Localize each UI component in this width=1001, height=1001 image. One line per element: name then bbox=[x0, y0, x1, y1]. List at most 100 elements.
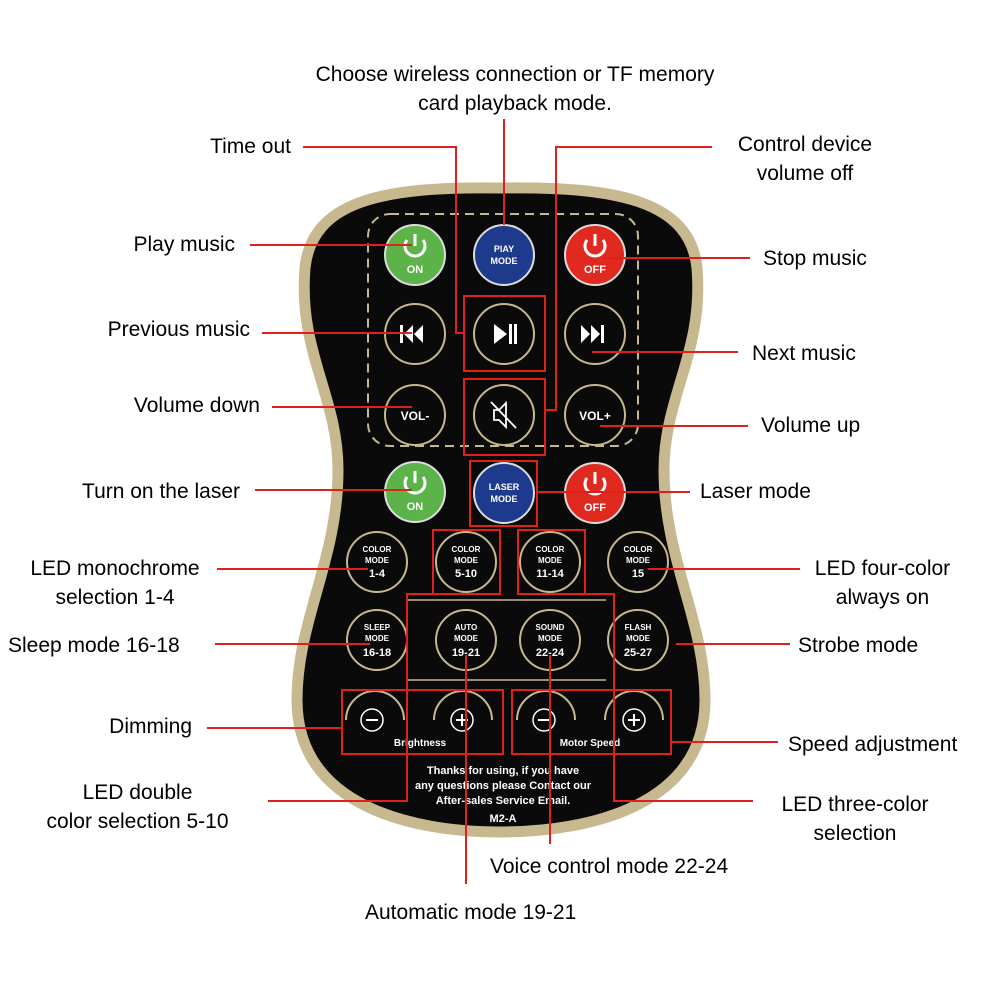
callout-four-line1: LED four-color bbox=[814, 557, 951, 580]
next-button[interactable] bbox=[564, 303, 626, 365]
callout-voice-control: Voice control mode 22-24 bbox=[490, 855, 729, 878]
callout-volume-down: Volume down bbox=[133, 394, 260, 417]
flash-mode-line3: 25-27 bbox=[624, 647, 652, 659]
auto-mode-line3: 19-21 bbox=[452, 647, 480, 659]
color-mode-4-line2: MODE bbox=[626, 556, 651, 565]
callout-play-music: Play music bbox=[133, 233, 235, 256]
volume-up-button[interactable]: VOL+ bbox=[564, 384, 626, 446]
color-mode-3-line2: MODE bbox=[538, 556, 563, 565]
color-mode-1-line3: 1-4 bbox=[369, 568, 386, 580]
volume-down-label: VOL- bbox=[401, 409, 430, 423]
leader-three-color bbox=[551, 593, 753, 802]
color-mode-1-line1: COLOR bbox=[363, 545, 392, 554]
sleep-mode-button[interactable]: SLEEP MODE 16-18 bbox=[346, 609, 408, 671]
brightness-minus-button[interactable] bbox=[345, 690, 405, 732]
volume-up-label: VOL+ bbox=[579, 409, 611, 423]
speed-minus-button[interactable] bbox=[516, 690, 576, 732]
leader-double-color bbox=[268, 593, 466, 802]
minus-icon bbox=[360, 708, 384, 732]
callout-volume-up: Volume up bbox=[761, 414, 861, 437]
callout-speed-adjustment: Speed adjustment bbox=[788, 733, 958, 756]
laser-mode-line1: LASER bbox=[489, 482, 520, 492]
leader-volume-off bbox=[545, 146, 712, 411]
sleep-mode-line2: MODE bbox=[365, 634, 390, 643]
play-pause-icon bbox=[494, 324, 517, 344]
volume-down-button[interactable]: VOL- bbox=[384, 384, 446, 446]
callout-mono-line2: selection 1-4 bbox=[55, 586, 175, 609]
callout-sleep-mode: Sleep mode 16-18 bbox=[8, 634, 180, 657]
motor-speed-label: Motor Speed bbox=[560, 738, 621, 749]
callout-double-line1: LED double bbox=[82, 781, 193, 804]
callout-strobe-mode: Strobe mode bbox=[798, 634, 919, 657]
color-mode-11-14-button[interactable]: COLOR MODE 11-14 bbox=[519, 531, 581, 593]
callout-time-out: Time out bbox=[210, 135, 291, 158]
sound-mode-line1: SOUND bbox=[536, 623, 565, 632]
highlight-box-mute bbox=[463, 378, 546, 456]
color-mode-3-line3: 11-14 bbox=[536, 568, 564, 580]
footer-line-2: any questions please Contact our bbox=[415, 780, 592, 792]
laser-on-button[interactable]: ON bbox=[384, 461, 446, 523]
music-off-button[interactable]: OFF bbox=[564, 224, 626, 286]
power-icon bbox=[403, 471, 427, 495]
next-track-icon bbox=[581, 325, 604, 343]
sound-mode-line2: MODE bbox=[538, 634, 563, 643]
power-icon bbox=[583, 472, 607, 496]
color-mode-1-4-button[interactable]: COLOR MODE 1-4 bbox=[346, 531, 408, 593]
callout-previous-music: Previous music bbox=[107, 318, 250, 341]
flash-mode-line1: FLASH bbox=[625, 623, 652, 632]
highlight-box-laser-mode bbox=[469, 460, 538, 527]
sound-mode-button[interactable]: SOUND MODE 22-24 bbox=[519, 609, 581, 671]
laser-off-label: OFF bbox=[584, 502, 606, 514]
callout-dimming: Dimming bbox=[109, 715, 192, 738]
laser-mode-button[interactable]: LASER MODE bbox=[473, 462, 535, 524]
callout-double-line2: color selection 5-10 bbox=[46, 810, 229, 833]
laser-mode-line2: MODE bbox=[491, 494, 518, 504]
brightness-label: Brightness bbox=[394, 738, 447, 749]
leader-time-out bbox=[303, 146, 464, 334]
callout-mono-line1: LED monochrome bbox=[30, 557, 200, 580]
plus-icon bbox=[622, 708, 646, 732]
color-mode-2-line2: MODE bbox=[454, 556, 479, 565]
color-mode-3-line1: COLOR bbox=[536, 545, 565, 554]
highlight-box-brightness bbox=[341, 689, 504, 755]
color-mode-4-line3: 15 bbox=[632, 568, 644, 580]
color-mode-2-line3: 5-10 bbox=[455, 568, 477, 580]
callout-volume-off-line2: volume off bbox=[756, 162, 854, 185]
play-mode-line1: PlAY bbox=[494, 244, 514, 254]
callout-automatic-mode: Automatic mode 19-21 bbox=[365, 901, 577, 924]
flash-mode-line2: MODE bbox=[626, 634, 651, 643]
callout-four-line2: always on bbox=[835, 586, 930, 609]
minus-icon bbox=[532, 708, 556, 732]
callout-next-music: Next music bbox=[752, 342, 856, 365]
brightness-plus-button[interactable] bbox=[433, 690, 493, 732]
color-mode-5-10-button[interactable]: COLOR MODE 5-10 bbox=[435, 531, 497, 593]
play-pause-button[interactable] bbox=[473, 303, 535, 365]
sleep-mode-line3: 16-18 bbox=[363, 647, 391, 659]
sound-mode-line3: 22-24 bbox=[536, 647, 565, 659]
power-icon bbox=[583, 234, 607, 258]
auto-mode-line1: AUTO bbox=[455, 623, 478, 632]
footer-line-1: Thanks for using, if you have bbox=[427, 765, 579, 777]
laser-on-label: ON bbox=[407, 501, 424, 513]
callout-wireless-line2: card playback mode. bbox=[418, 92, 612, 115]
mute-icon bbox=[490, 400, 517, 430]
flash-mode-button[interactable]: FLASH MODE 25-27 bbox=[607, 609, 669, 671]
highlight-box-speed bbox=[511, 689, 672, 755]
callout-laser-on: Turn on the laser bbox=[82, 480, 240, 503]
music-on-button[interactable]: ON bbox=[384, 224, 446, 286]
callout-three-line1: LED three-color bbox=[781, 793, 929, 816]
callout-laser-mode: Laser mode bbox=[700, 480, 811, 503]
color-mode-4-line1: COLOR bbox=[624, 545, 653, 554]
mute-button[interactable] bbox=[473, 384, 535, 446]
footer-line-3: After-sales Service Email. bbox=[436, 795, 571, 807]
play-mode-button[interactable]: PlAY MODE bbox=[473, 224, 535, 286]
highlight-box-color-5-10 bbox=[432, 529, 501, 595]
color-mode-2-line1: COLOR bbox=[452, 545, 481, 554]
color-mode-15-button[interactable]: COLOR MODE 15 bbox=[607, 531, 669, 593]
play-mode-line2: MODE bbox=[491, 256, 518, 266]
music-off-label: OFF bbox=[584, 264, 606, 276]
sleep-mode-line1: SLEEP bbox=[364, 623, 391, 632]
speed-plus-button[interactable] bbox=[604, 690, 664, 732]
